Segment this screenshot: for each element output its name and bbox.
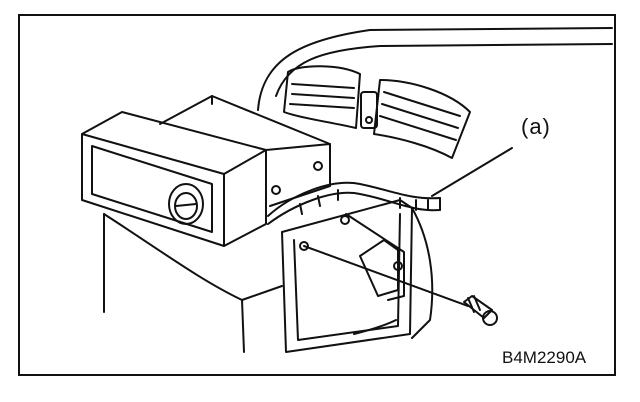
right-side-panel: [353, 207, 434, 339]
diagram-frame: [18, 14, 616, 376]
radio-unit: [81, 95, 331, 247]
callout-label-a: (a): [521, 114, 551, 139]
mounting-bracket: [281, 199, 413, 353]
mounting-screw: [303, 245, 498, 326]
center-air-vents: [283, 65, 471, 159]
wire-harness: [267, 147, 513, 225]
dashboard-outline: [257, 27, 613, 111]
figure-code: B4M2290A: [502, 348, 587, 367]
lower-console: [103, 213, 283, 353]
